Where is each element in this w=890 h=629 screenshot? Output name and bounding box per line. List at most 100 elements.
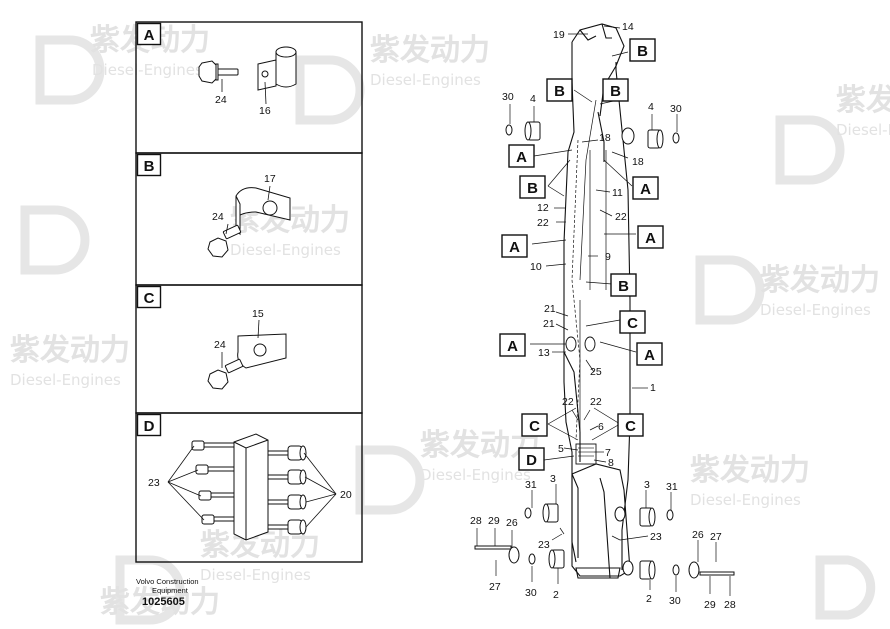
callout-number: 2 (646, 593, 652, 605)
watermark-cn: 紫发动力 (10, 333, 130, 368)
watermark-en: Diesel-Engines (690, 491, 801, 509)
part-number: 23 (148, 477, 160, 489)
watermark-cn: 紫发动力 (100, 585, 220, 620)
boom-assembly (563, 23, 631, 579)
callout-letter: A (640, 181, 651, 198)
callout-number: 19 (553, 29, 565, 41)
watermark-en: Diesel-Engines (230, 241, 341, 259)
callout-box (602, 78, 629, 102)
callout-box (617, 413, 644, 437)
manufacturer-line-1: Volvo Construction (136, 577, 199, 586)
panel-letter: C (144, 290, 155, 307)
callout-letter: C (625, 418, 636, 435)
watermark-en: Diesel-Engines (10, 371, 121, 389)
callout-number: 5 (558, 443, 564, 455)
callout-number: 29 (704, 599, 716, 611)
callout-box (637, 225, 664, 249)
part-number: 24 (212, 211, 224, 223)
watermark-cn: 紫发动力 (760, 263, 880, 298)
drawing-number: 1025605 (142, 596, 185, 608)
panel-letter: B (144, 158, 155, 175)
panel-letter: A (144, 27, 155, 44)
callout-letter: A (645, 230, 656, 247)
callout-number: 26 (692, 529, 704, 541)
callout-letter: A (509, 239, 520, 256)
callout-box (521, 413, 548, 437)
callout-number: 21 (544, 303, 556, 315)
callout-number: 22 (590, 396, 602, 408)
callout-number: 22 (615, 211, 627, 223)
watermark-cn: 紫发动力 (690, 453, 810, 488)
part-number: 17 (264, 173, 276, 185)
callout-number: 3 (550, 473, 556, 485)
part-number: 24 (214, 339, 226, 351)
callout-number: 4 (530, 93, 536, 105)
callout-number: 27 (710, 531, 722, 543)
callout-letter: B (618, 278, 629, 295)
bolt-icon (207, 358, 244, 390)
callout-number: 30 (670, 103, 682, 115)
panel-letter-box (136, 285, 162, 309)
panel-letter-box (136, 153, 162, 177)
callout-number: 4 (648, 101, 654, 113)
callout-number: 6 (598, 421, 604, 433)
callout-number: 1 (650, 382, 656, 394)
watermark-logo-icon (355, 445, 425, 515)
callout-number: 30 (525, 587, 537, 599)
part-number: 15 (252, 308, 264, 320)
callout-number: 21 (543, 318, 555, 330)
part-number: 20 (340, 489, 352, 501)
callout-number: 11 (612, 187, 623, 199)
callout-letter: A (507, 338, 518, 355)
watermark-logo-icon (35, 35, 105, 105)
callout-letter: B (610, 83, 621, 100)
callout-number: 22 (537, 217, 549, 229)
callout-letter: C (529, 418, 540, 435)
callout-number: 29 (488, 515, 500, 527)
callout-number: 31 (525, 479, 537, 491)
callout-box (636, 342, 663, 366)
watermark-logo-icon (815, 555, 876, 620)
watermark-logo-icon (295, 55, 365, 125)
panel-letter-box (136, 413, 162, 437)
watermark-cn: 紫发动力 (836, 83, 890, 118)
callout-letter: D (526, 452, 537, 469)
callout-box (519, 175, 546, 199)
callout-box (499, 333, 526, 357)
watermark-logo-icon (695, 255, 765, 325)
callout-number: 10 (530, 261, 542, 273)
callout-box (546, 78, 573, 102)
callout-box (501, 234, 528, 258)
callout-letter: A (516, 149, 527, 166)
callout-letter: A (644, 347, 655, 364)
callout-number: 9 (605, 251, 611, 263)
fitting-icon (267, 445, 307, 535)
callout-letter: B (554, 83, 565, 100)
p-clamp-icon (257, 46, 297, 91)
manufacturer-line-2: Equipment (152, 586, 188, 595)
callout-number: 3 (644, 479, 650, 491)
part-number: 24 (215, 94, 227, 106)
callout-number: 18 (599, 132, 611, 144)
watermark-en: Diesel-Engines (370, 71, 481, 89)
watermark-en: Diesel-Engines (760, 301, 871, 319)
panel-d: D 23 (135, 412, 363, 563)
panel-letter-box (136, 22, 162, 46)
callout-number: 23 (538, 539, 550, 551)
callout-box (610, 273, 637, 297)
pin-bushing-icons (474, 121, 735, 580)
watermark-cn: 紫发动力 (370, 33, 490, 68)
callout-number: 26 (506, 517, 518, 529)
callout-number: 27 (489, 581, 501, 593)
watermark-en: Diesel-Engines (200, 566, 311, 584)
callout-number: 25 (590, 366, 602, 378)
callout-number: 30 (502, 91, 514, 103)
callout-letter: B (637, 43, 648, 60)
watermark-logo-icon (20, 205, 90, 275)
clamp-icon (235, 187, 291, 236)
callout-number: 8 (608, 457, 614, 469)
callout-number: 13 (538, 347, 550, 359)
leader-lines (476, 25, 731, 596)
